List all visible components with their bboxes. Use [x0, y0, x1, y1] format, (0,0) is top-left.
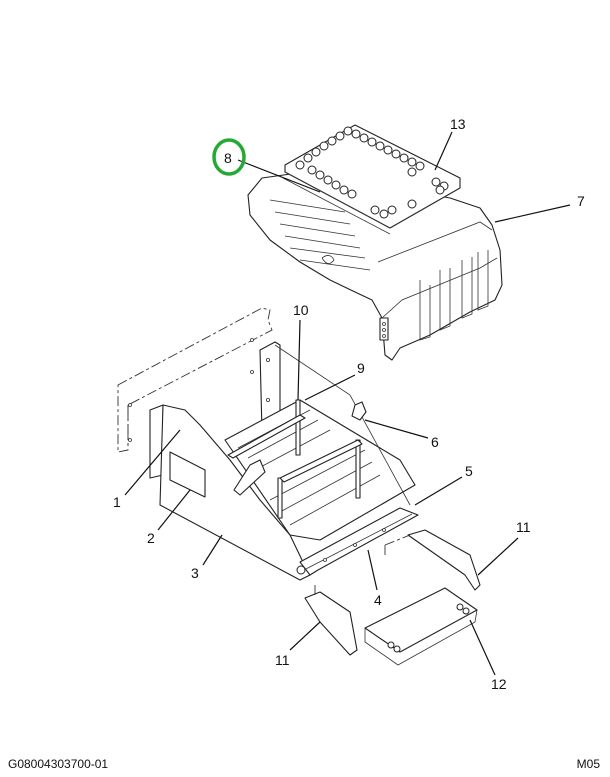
callout-6: 6	[431, 434, 439, 450]
callout-12: 12	[491, 676, 507, 692]
callout-4: 4	[374, 592, 382, 608]
callout-10: 10	[293, 302, 309, 318]
part-11-brackets	[304, 529, 481, 656]
callout-3: 3	[191, 565, 199, 581]
part-7-cover	[247, 171, 503, 361]
callout-9: 9	[357, 360, 365, 376]
callout-13: 13	[450, 116, 466, 132]
plate-studs	[295, 126, 449, 219]
callout-2: 2	[147, 530, 155, 546]
callout-5: 5	[465, 463, 473, 479]
part-13-plate	[282, 124, 461, 235]
frame-rail-reference	[117, 307, 273, 453]
part-6-clamps	[233, 401, 367, 496]
highlight-ring-callout-8	[212, 138, 246, 176]
part-10-hold-down-rods	[227, 399, 363, 519]
callout-11b: 11	[275, 652, 290, 668]
callout-11a: 11	[516, 519, 531, 535]
callout-labels: 1 2 3 4 5 6 7 8 9 10 11 11 12 13	[113, 116, 585, 692]
part-3-box-frame	[149, 341, 419, 581]
callout-1: 1	[113, 494, 121, 510]
callout-8: 8	[224, 150, 232, 166]
drawing-number: G08004303700-01	[8, 757, 109, 771]
callout-7: 7	[577, 193, 585, 209]
part-2-plate	[169, 451, 206, 498]
part-12-step	[364, 587, 478, 666]
leader-lines	[124, 131, 571, 676]
sheet-code: M05	[576, 757, 600, 771]
